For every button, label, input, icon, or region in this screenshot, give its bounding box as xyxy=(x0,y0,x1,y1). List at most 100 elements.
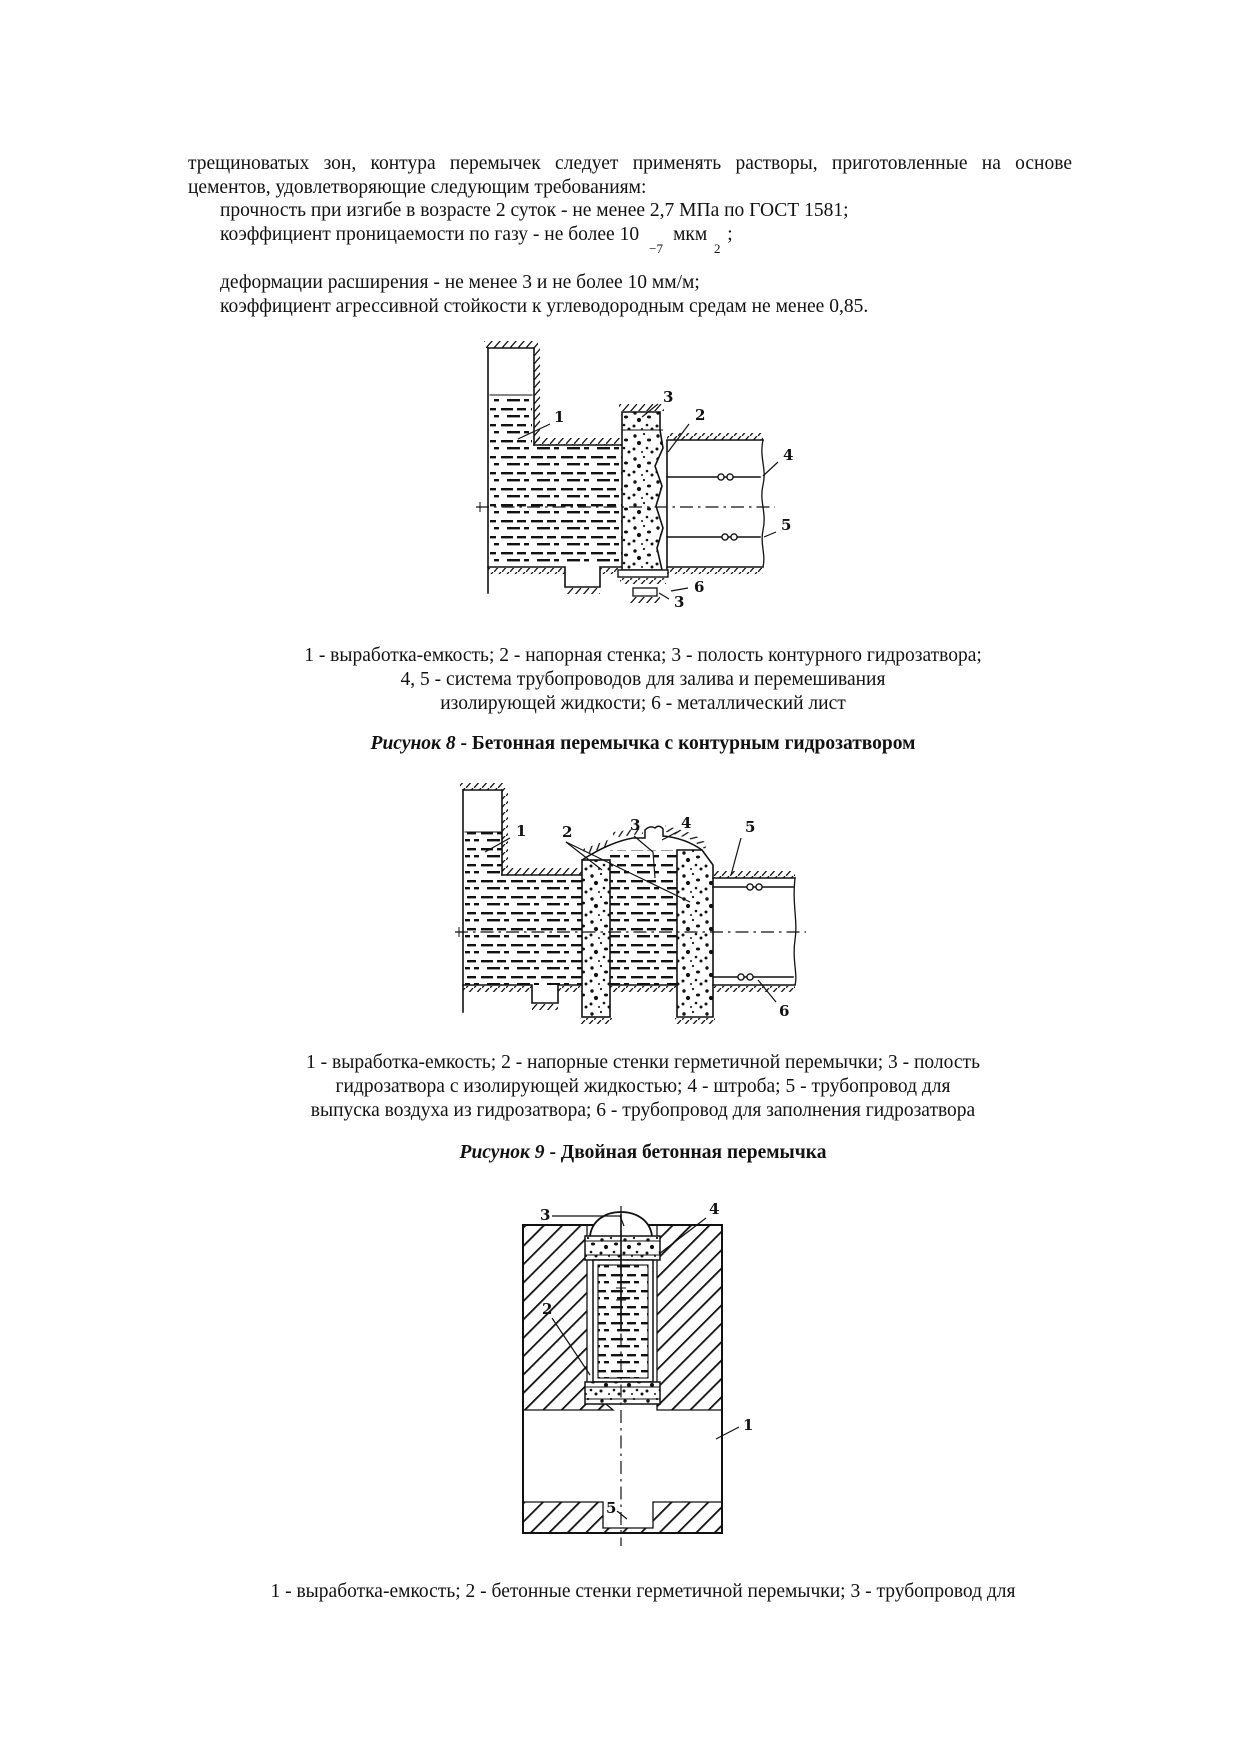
figure-9-diagram: 1 2 3 4 5 6 xyxy=(450,780,812,1032)
fig8-dam xyxy=(617,404,669,603)
hatch xyxy=(460,783,506,790)
hatch xyxy=(612,827,644,839)
reservoir-liquid xyxy=(490,445,622,567)
caption-line: выпуска воздуха из гидрозатвора; 6 - тру… xyxy=(310,1100,976,1121)
fig10-leader-lines xyxy=(551,1215,740,1520)
valve-icon xyxy=(721,533,729,541)
hatch xyxy=(534,438,622,445)
callout-4: 4 xyxy=(709,1200,719,1218)
concrete-band-top xyxy=(584,1235,661,1261)
callout-4: 4 xyxy=(681,814,691,832)
valve-icon xyxy=(737,973,745,981)
hatch xyxy=(502,790,508,875)
valve-icon xyxy=(746,973,754,981)
callout-3: 3 xyxy=(663,388,673,406)
hatch xyxy=(502,868,582,875)
hatch xyxy=(667,433,763,440)
figure-number: Рисунок 8 xyxy=(370,733,456,754)
requirement-deformation: деформации расширения - не менее 3 и не … xyxy=(220,272,700,293)
perm-unit-exponent: 2 xyxy=(714,240,721,256)
callout-5: 5 xyxy=(606,1499,616,1517)
requirement-aggressive: коэффициент агрессивной стойкости к угле… xyxy=(220,295,869,317)
valve-icon xyxy=(726,473,734,481)
hatch xyxy=(610,986,677,992)
fig9-leader-lines xyxy=(484,831,777,1003)
callout-5: 5 xyxy=(781,516,791,534)
band-lines xyxy=(585,1240,660,1256)
figure-10-diagram: 3 4 2 1 5 xyxy=(460,1190,760,1550)
paragraph-line: цементов, удовлетворяющие следующим треб… xyxy=(188,176,647,198)
perm-exponent: −7 xyxy=(649,240,664,256)
seal-cavity-liquid xyxy=(610,850,677,985)
hatch xyxy=(565,588,600,594)
hatch xyxy=(600,568,622,574)
blank-line xyxy=(188,247,1072,271)
caption-line: 1 - выработка-емкость; 2 - напорная стен… xyxy=(304,645,982,666)
figure-8-caption: 1 - выработка-емкость; 2 - напорная стен… xyxy=(200,644,1086,716)
callout-1: 1 xyxy=(516,822,526,840)
caption-line: 1 - выработка-емкость; 2 - напорные стен… xyxy=(306,1052,980,1073)
perm-unit: мкм xyxy=(673,223,708,245)
fig9-shaft-and-reservoir xyxy=(460,783,583,1013)
intro-paragraph: трещиноватых зон, контура перемычек след… xyxy=(188,152,1072,318)
seal-mound-outline xyxy=(581,825,703,861)
fig8-shaft-and-reservoir xyxy=(484,341,623,594)
figure-8-diagram: 1 3 2 4 5 6 3 xyxy=(470,340,800,612)
valve-icon xyxy=(730,533,738,541)
fig9-callout-labels: 1 2 3 4 5 6 xyxy=(516,814,789,1020)
hatch xyxy=(620,578,666,584)
callout-4: 4 xyxy=(783,446,793,464)
fig8-callout-labels: 1 3 2 4 5 6 3 xyxy=(554,388,793,611)
fig9-tunnel-and-pipes xyxy=(455,871,806,992)
caption-line: гидрозатвора с изолирующей жидкостью; 4 … xyxy=(335,1076,951,1097)
callout-5: 5 xyxy=(745,818,755,836)
hatch xyxy=(488,568,565,574)
perm-end: ; xyxy=(727,223,733,245)
hatch xyxy=(463,986,532,992)
caption-line: 4, 5 - система трубопроводов для залива … xyxy=(400,669,886,690)
perm-text: коэффициент проницаемости по газу - не б… xyxy=(220,223,640,245)
callout-3b: 3 xyxy=(674,593,684,611)
paragraph-line: трещиноватых зон, контура перемычек след… xyxy=(188,153,1072,174)
concrete-wall-right xyxy=(676,849,714,1018)
shaft-liquid xyxy=(490,395,532,445)
figure-title-text: - Двойная бетонная перемычка xyxy=(544,1142,827,1163)
callout-2: 2 xyxy=(542,1300,552,1318)
hatch xyxy=(713,986,795,992)
hatch xyxy=(582,839,612,855)
callout-3: 3 xyxy=(630,816,640,834)
break-line xyxy=(761,439,765,568)
figure-10-caption: 1 - выработка-емкость; 2 - бетонные стен… xyxy=(200,1580,1086,1604)
concrete-dam xyxy=(621,411,664,571)
caption-line: 1 - выработка-емкость; 2 - бетонные стен… xyxy=(270,1581,1016,1602)
hatch xyxy=(630,597,660,603)
valve-icon xyxy=(717,473,725,481)
shaft-liquid xyxy=(465,832,502,875)
figure-8-title: Рисунок 8 - Бетонная перемычка с контурн… xyxy=(200,733,1086,755)
hatch xyxy=(558,986,582,992)
requirement-permeability: коэффициент проницаемости по газу - не б… xyxy=(188,223,1072,256)
hatch xyxy=(713,871,795,878)
bottom-seal xyxy=(632,587,658,597)
callout-3: 3 xyxy=(540,1206,550,1224)
break-line xyxy=(793,877,797,986)
hatch xyxy=(667,568,763,574)
figure-9-caption: 1 - выработка-емкость; 2 - напорные стен… xyxy=(200,1051,1086,1123)
hatch xyxy=(532,1004,558,1010)
fig9-double-dam xyxy=(580,825,715,1024)
valve-icon xyxy=(755,883,763,891)
callout-1: 1 xyxy=(554,408,564,426)
callout-2: 2 xyxy=(695,406,705,424)
reservoir-floor xyxy=(487,566,623,588)
requirement-strength: прочность при изгибе в возрасте 2 суток … xyxy=(220,200,849,221)
concrete-band-bottom xyxy=(584,1381,661,1405)
hatch xyxy=(688,832,708,850)
fig10-plug xyxy=(584,1206,661,1546)
metal-sheet xyxy=(617,569,669,578)
hatch xyxy=(619,404,664,411)
callout-1: 1 xyxy=(743,1416,753,1434)
reservoir-floor xyxy=(462,984,583,1004)
band-lines xyxy=(585,1386,660,1400)
fig10-rock-walls xyxy=(522,1224,723,1534)
